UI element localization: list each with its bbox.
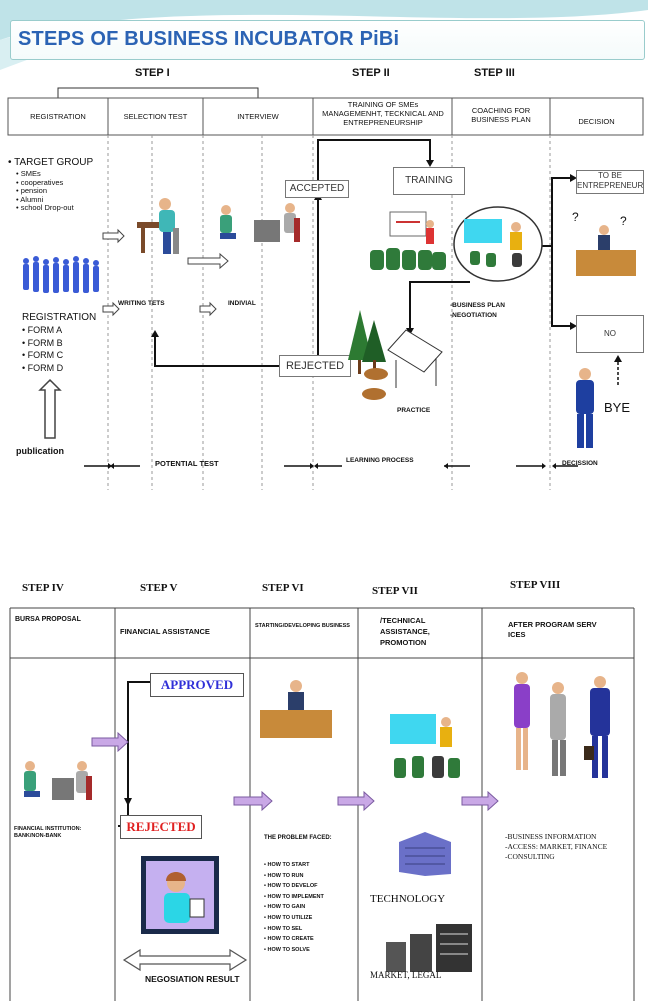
market-buildings-icon — [386, 924, 472, 972]
problems-list: HOW TO STARTHOW TO RUNHOW TO DEVELOFHOW … — [264, 860, 356, 955]
indivial-label: INDIVIAL — [228, 300, 256, 307]
accepted-box: ACCEPTED — [285, 180, 349, 198]
header-decision: DECISION — [578, 117, 615, 126]
after-program-item: -BUSINESS INFORMATION — [505, 832, 597, 841]
practice-farm-icon — [348, 310, 443, 400]
business-people-icon — [514, 672, 610, 778]
practice-label: PRACTICE — [397, 407, 431, 414]
target-group-title-text: TARGET GROUP — [14, 157, 94, 168]
classroom-icon — [370, 211, 446, 270]
step-4-label: STEP IV — [22, 582, 64, 594]
interview-icon — [220, 203, 300, 242]
entrepreneur-label: ENTREPRENEUR — [577, 181, 644, 190]
target-group-item: Alumni — [16, 195, 74, 205]
rejected-box-bottom: REJECTED — [120, 815, 202, 839]
decission-label: DECISSION — [562, 460, 598, 467]
target-group-item: pension — [16, 186, 74, 196]
header-bursa-proposal: BURSA PROPOSAL — [15, 616, 81, 623]
learning-process-label: LEARNING PROCESS — [346, 457, 414, 464]
financial-meeting-icon — [24, 761, 92, 800]
problem-item: HOW TO SEL — [264, 924, 356, 935]
header-interview: INTERVIEW — [237, 112, 279, 121]
registration-title: REGISTRATION — [22, 312, 97, 323]
negotiation-person-icon — [141, 856, 219, 934]
negotiation-label: -NEGOTIATION — [450, 312, 497, 319]
business-plan-label: -BUSINESS PLAN — [450, 302, 505, 309]
step-5-label: STEP V — [140, 582, 178, 594]
target-group-item: cooperatives — [16, 178, 74, 188]
technology-building-icon — [399, 832, 451, 876]
potential-test-label: POTENTIAL TEST — [155, 459, 219, 468]
coaching-icon — [453, 206, 543, 282]
problem-item: HOW TO GAIN — [264, 902, 356, 913]
publication-label: publication — [16, 446, 64, 456]
target-group-list: SMEscooperativespensionAlumnischool Drop… — [16, 169, 74, 213]
step-6-label: STEP VI — [262, 582, 304, 594]
step-2-label: STEP II — [352, 67, 390, 79]
person-leaving-icon — [576, 368, 594, 448]
form-item: FORM C — [22, 349, 64, 362]
to-be-label: TO BE — [598, 171, 622, 180]
header-training: TRAINING OF SMEs MANAGEMENHT, TECKNICAL … — [322, 100, 444, 127]
crowd-icon — [23, 256, 99, 293]
entrepreneur-desk-icon — [576, 225, 636, 276]
to-be-entrepreneur-box: TO BE ENTREPRENEUR — [576, 170, 644, 194]
header-coaching: COACHING FOR BUSINESS PLAN — [471, 106, 531, 124]
problem-item: HOW TO UTILIZE — [264, 913, 356, 924]
after-program-item: -ACCESS: MARKET, FINANCE — [505, 842, 608, 851]
header-selection-test: SELECTION TEST — [123, 112, 188, 121]
header-technical-assistance: /TECHNICAL ASSISTANCE, PROMOTION — [380, 616, 430, 647]
forms-list: FORM AFORM BFORM CFORM D — [22, 324, 64, 375]
target-group-item: SMEs — [16, 169, 74, 179]
target-group-title: • TARGET GROUP — [8, 157, 94, 168]
step-1-label: STEP I — [135, 67, 170, 79]
header-after-program: AFTER PROGRAM SERV ICES — [508, 620, 597, 639]
form-item: FORM A — [22, 324, 63, 337]
negosiation-result-label: NEGOSIATION RESULT — [145, 974, 240, 984]
page-title: STEPS OF BUSINESS INCUBATOR PiBi — [18, 28, 400, 50]
problem-item: HOW TO IMPLEMENT — [264, 892, 356, 903]
step-3-label: STEP III — [474, 67, 515, 79]
header-financial-assistance: FINANCIAL ASSISTANCE — [120, 627, 210, 636]
business-desk-icon — [260, 680, 332, 738]
top-diagram-lines — [7, 87, 644, 490]
problem-item: HOW TO RUN — [264, 871, 356, 882]
after-program-list: -BUSINESS INFORMATION-ACCESS: MARKET, FI… — [505, 832, 630, 862]
technology-label: TECHNOLOGY — [370, 893, 446, 905]
no-box: NO — [576, 315, 644, 353]
step-8-label: STEP VIII — [510, 579, 561, 591]
problem-item: HOW TO DEVELOF — [264, 881, 356, 892]
market-legal-label: MARKET, LEGAL — [370, 970, 442, 980]
writing-tets-label: WRITING TETS — [118, 300, 165, 307]
problem-item: HOW TO SOLVE — [264, 945, 356, 956]
title-bar — [10, 20, 645, 60]
rejected-box: REJECTED — [279, 355, 351, 377]
writing-person-icon — [137, 198, 179, 254]
financial-institution-label: FINANCIAL INSTITUTION: BANK/NON-BANK — [14, 826, 82, 839]
header-registration: REGISTRATION — [30, 112, 86, 121]
form-item: FORM B — [22, 337, 63, 350]
coaching-group-icon — [390, 714, 460, 778]
header-starting-business: STARTING/DEVELOPING BUSINESS — [255, 623, 350, 629]
problem-faced-title: THE PROBLEM FACED: — [264, 835, 332, 841]
step-7-label: STEP VII — [372, 585, 418, 597]
training-box: TRAINING — [393, 167, 465, 195]
bye-label: BYE — [604, 400, 631, 415]
approved-box: APPROVED — [150, 673, 244, 697]
form-item: FORM D — [22, 362, 64, 375]
problem-item: HOW TO CREATE — [264, 934, 356, 945]
after-program-item: -CONSULTING — [505, 852, 555, 861]
question-mark-left: ? — [572, 210, 579, 224]
question-mark-right: ? — [620, 214, 627, 228]
target-group-item: school Drop-out — [16, 203, 74, 213]
problem-item: HOW TO START — [264, 860, 356, 871]
